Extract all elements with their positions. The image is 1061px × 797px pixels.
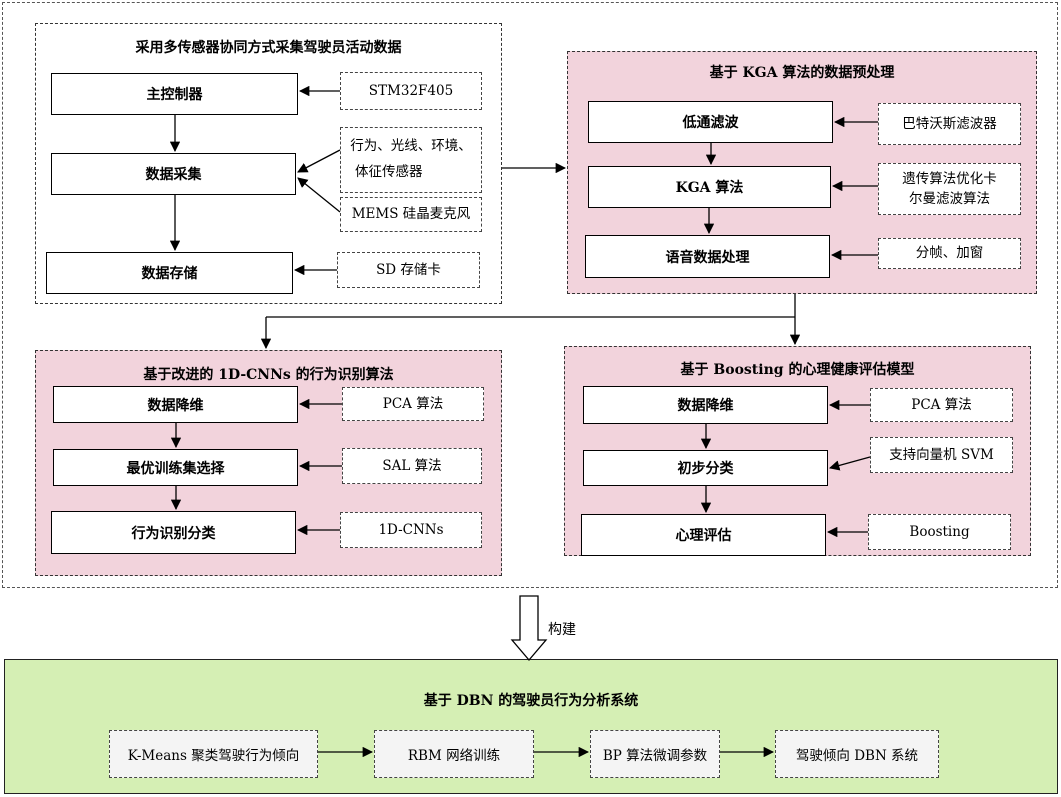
ga-line-2: 尔曼滤波算法	[909, 191, 990, 207]
psych-evaluation-box: 心理评估	[581, 514, 826, 556]
sensors-line-1: 行为、光线、环境、	[350, 138, 472, 155]
kmeans-step: K-Means 聚类驾驶行为倾向	[109, 730, 318, 778]
boosting-input: Boosting	[868, 514, 1011, 550]
mcu-input: STM32F405	[340, 72, 482, 110]
data-acquisition-box: 数据采集	[51, 153, 296, 195]
ga-kalman-input: 遗传算法优化卡 尔曼滤波算法	[878, 163, 1021, 215]
butterworth-input: 巴特沃斯滤波器	[878, 103, 1021, 145]
psych-reduction-box: 数据降维	[583, 386, 828, 424]
dbn-system-step: 驾驶倾向 DBN 系统	[775, 730, 939, 778]
behavior-classification-box: 行为识别分类	[51, 511, 296, 554]
dbn-title: 基于 DBN 的驾驶员行为分析系统	[423, 693, 639, 709]
kga-algorithm-box: KGA 算法	[588, 166, 831, 208]
svm-input: 支持向量机 SVM	[870, 437, 1013, 473]
ga-line-1: 遗传算法优化卡	[902, 170, 997, 187]
initial-classification-box: 初步分类	[583, 450, 828, 486]
sd-card-input: SD 存储卡	[337, 252, 480, 288]
optimal-training-set-box: 最优训练集选择	[53, 449, 298, 486]
outer-frame	[2, 2, 1058, 588]
behavior-title: 基于改进的 1D-CNNs 的行为识别算法	[143, 367, 394, 383]
preprocess-title: 基于 KGA 算法的数据预处理	[709, 65, 895, 81]
main-controller-box: 主控制器	[51, 73, 298, 115]
mic-input: MEMS 硅晶麦克风	[340, 197, 482, 232]
behavior-pca-input: PCA 算法	[342, 387, 484, 421]
speech-processing-box: 语音数据处理	[585, 235, 830, 278]
psych-pca-input: PCA 算法	[870, 388, 1013, 422]
bp-finetune-step: BP 算法微调参数	[590, 730, 720, 778]
sensors-line-2: 体征传感器	[355, 164, 423, 180]
build-label: 构建	[548, 622, 576, 638]
rbm-training-step: RBM 网络训练	[374, 730, 534, 778]
data-storage-box: 数据存储	[46, 252, 293, 294]
sal-input: SAL 算法	[342, 448, 482, 484]
lowpass-filter-box: 低通滤波	[588, 101, 833, 143]
1d-cnns-input: 1D-CNNs	[340, 512, 482, 548]
behavior-reduction-box: 数据降维	[53, 386, 298, 423]
psych-title: 基于 Boosting 的心理健康评估模型	[680, 362, 915, 378]
acquisition-title: 采用多传感器协同方式采集驾驶员活动数据	[135, 40, 402, 56]
sensors-input: 行为、光线、环境、 体征传感器	[340, 127, 482, 193]
framing-input: 分帧、加窗	[878, 238, 1021, 269]
